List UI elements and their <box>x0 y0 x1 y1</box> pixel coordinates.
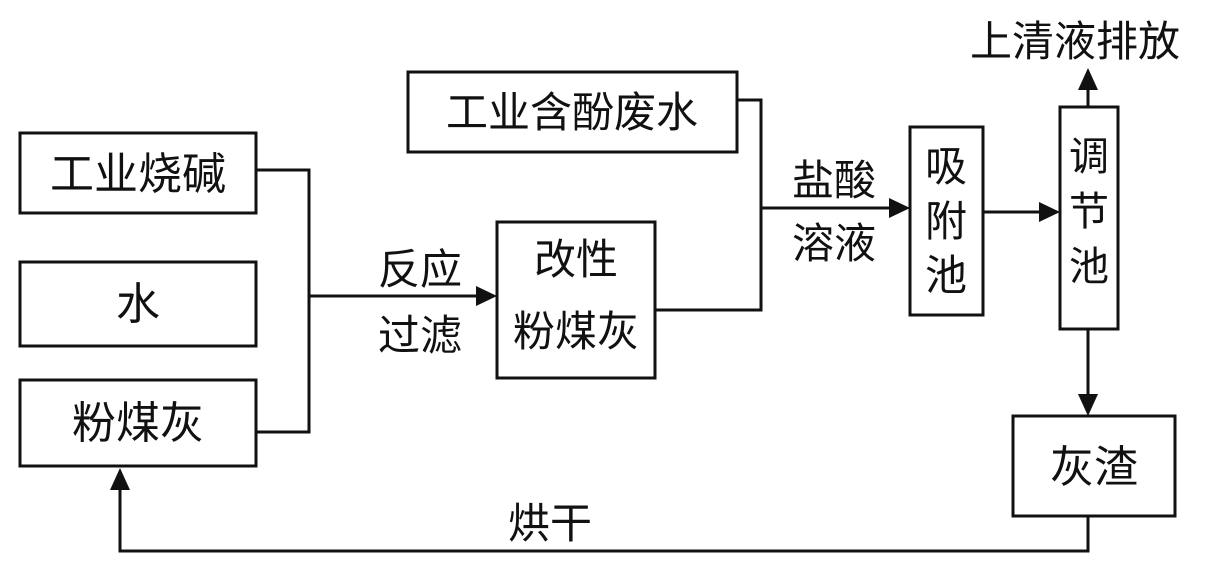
regulating-tank-text-2: 节 <box>1069 189 1109 235</box>
fly-ash-connector <box>256 296 311 434</box>
regulating-to-ash-arrowhead <box>1078 394 1098 416</box>
drying-label: 烘干 <box>508 499 592 548</box>
phenol-wastewater-box <box>406 70 739 154</box>
fly-ash-text: 粉煤灰 <box>72 398 204 449</box>
adsorption-tank-text-2: 附 <box>925 197 967 246</box>
modified-fly-ash-connector <box>655 208 763 312</box>
hcl-solution-label-line2: 溶液 <box>792 219 876 268</box>
hcl-solution-arrowhead <box>889 198 910 218</box>
supernatant-arrowhead <box>1078 68 1098 90</box>
ash-residue-text: 灰渣 <box>1050 442 1138 493</box>
adsorption-tank-text-1: 吸 <box>925 142 967 191</box>
supernatant-discharge-label: 上清液排放 <box>970 17 1180 66</box>
reaction-filtration-label-line1: 反应 <box>378 245 462 294</box>
regulating-tank-text-3: 池 <box>1069 244 1109 290</box>
regulating-tank-text-1: 调 <box>1069 134 1109 180</box>
industrial-caustic-soda-text: 工业烧碱 <box>50 149 226 200</box>
industrial-caustic-soda-box <box>18 131 258 215</box>
modified-fly-ash-box <box>495 220 657 380</box>
drying-loop-arrowhead <box>110 468 130 490</box>
drying-loop-line <box>118 488 1090 553</box>
water-text: 水 <box>116 279 160 330</box>
phenol-wastewater-text: 工业含酚废水 <box>446 88 698 137</box>
adsorption-tank-box <box>908 125 985 317</box>
phenol-wastewater-connector <box>737 98 763 208</box>
adsorption-tank-text-3: 池 <box>925 251 967 300</box>
ash-residue-box <box>1011 414 1177 518</box>
reaction-filtration-label-line2: 过滤 <box>378 311 462 360</box>
modified-fly-ash-text-line1: 改性 <box>534 235 618 284</box>
reaction-filtration-arrowhead <box>476 286 497 306</box>
hcl-solution-label-line1: 盐酸 <box>792 156 876 205</box>
fly-ash-box <box>18 378 258 468</box>
water-box <box>18 260 258 348</box>
modified-fly-ash-text-line2: 粉煤灰 <box>513 307 639 356</box>
caustic-soda-connector <box>256 168 311 296</box>
adsorption-to-regulating-arrowhead <box>1039 202 1060 222</box>
